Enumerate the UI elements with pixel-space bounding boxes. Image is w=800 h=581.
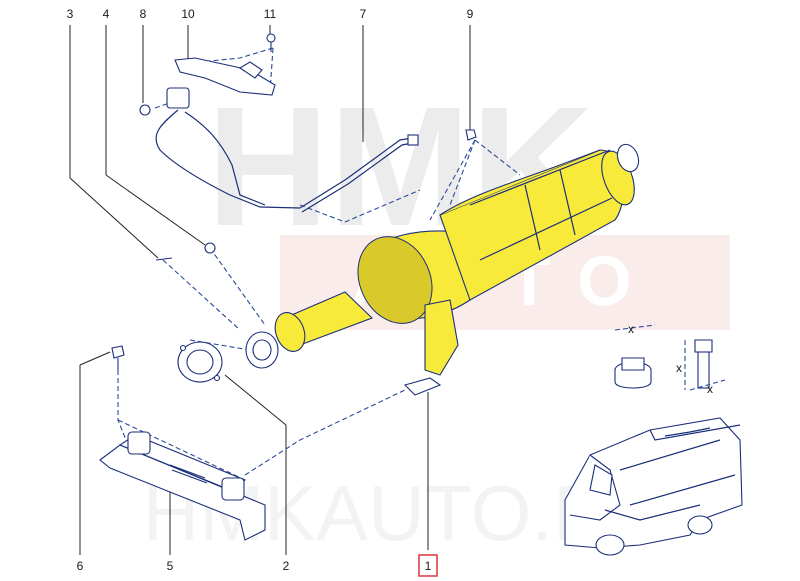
callout-5: 5 — [167, 559, 174, 573]
leader-2b — [224, 374, 287, 426]
sensor-tubes — [155, 109, 419, 213]
dash-9a — [429, 139, 476, 221]
callout-6: 6 — [77, 559, 84, 573]
callout-8: 8 — [140, 7, 147, 21]
callout-1[interactable]: 1 — [425, 559, 432, 573]
callout-2: 2 — [283, 559, 290, 573]
dash-9b — [449, 139, 476, 206]
sensor-nut-9 — [465, 129, 477, 141]
dash-1-bracket — [244, 389, 406, 476]
callout-7: 7 — [360, 7, 367, 21]
stud-and-nut — [155, 242, 216, 261]
callout-10: 10 — [181, 7, 195, 21]
dash-11-10 — [199, 47, 274, 63]
dash-9c — [474, 139, 521, 176]
support-bracket — [99, 431, 266, 541]
van-location-diagram — [564, 417, 743, 556]
detail-x-label-2: x — [676, 361, 682, 375]
leader-3b — [69, 177, 159, 259]
gasket — [177, 331, 279, 383]
watermark: HMK AUTO HMKAUTO.EE — [143, 72, 730, 557]
detail-x-label-1: x — [628, 322, 634, 336]
dash-3 — [162, 259, 241, 331]
callout-9: 9 — [467, 7, 474, 21]
callout-numbers: 3 4 8 10 11 7 9 6 5 2 1 — [67, 7, 474, 577]
callout-11: 11 — [264, 7, 277, 21]
leader-lines — [69, 25, 471, 555]
callout-4: 4 — [103, 7, 110, 21]
dash-7 — [299, 189, 421, 223]
callout-1-highlight-box — [418, 554, 438, 577]
leader-4b — [105, 174, 206, 246]
callout-3: 3 — [67, 7, 74, 21]
pressure-sensor-bracket — [139, 33, 276, 116]
bolt-6 — [111, 345, 125, 370]
particulate-filter — [274, 143, 640, 396]
leader-6b — [79, 351, 111, 366]
detail-x-label-3: x — [707, 382, 713, 396]
bolt-dimension-detail: x x x — [614, 322, 726, 396]
